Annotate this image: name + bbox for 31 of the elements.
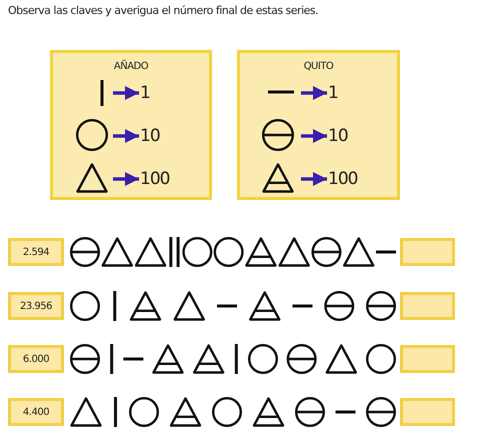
arrow [301, 172, 327, 186]
key-panel [50, 50, 212, 200]
instruction-text: Observa las claves y averigua el número final de estas series. [8, 4, 318, 17]
answer-box [400, 238, 455, 266]
dash-icon [268, 88, 294, 96]
vertical-bar-icon [98, 80, 106, 106]
panel-heading: AÑADO [112, 61, 150, 72]
arrow [301, 129, 327, 143]
value-text: 100 [140, 164, 170, 194]
key-panel [237, 50, 400, 200]
triangle-icon [76, 163, 108, 193]
arrow [113, 172, 139, 186]
crossed-triangle-icon [262, 163, 294, 193]
panel-heading: QUITO [302, 61, 334, 72]
crossed-circle-icon [262, 119, 294, 151]
answer-box [400, 345, 455, 373]
value-text: 1 [328, 80, 338, 106]
arrow [113, 129, 139, 143]
arrow [301, 86, 327, 100]
value-text: 10 [140, 121, 160, 151]
circle-icon [76, 119, 108, 151]
start-value-box: 2.594 [8, 238, 64, 266]
start-value-box: 4.400 [8, 398, 64, 426]
value-text: 100 [328, 164, 358, 194]
answer-box [400, 398, 455, 426]
start-value-box: 23.956 [8, 292, 64, 320]
value-text: 1 [140, 80, 150, 106]
value-text: 10 [328, 121, 348, 151]
start-value-box: 6.000 [8, 345, 64, 373]
answer-box [400, 292, 455, 320]
arrow [113, 86, 139, 100]
